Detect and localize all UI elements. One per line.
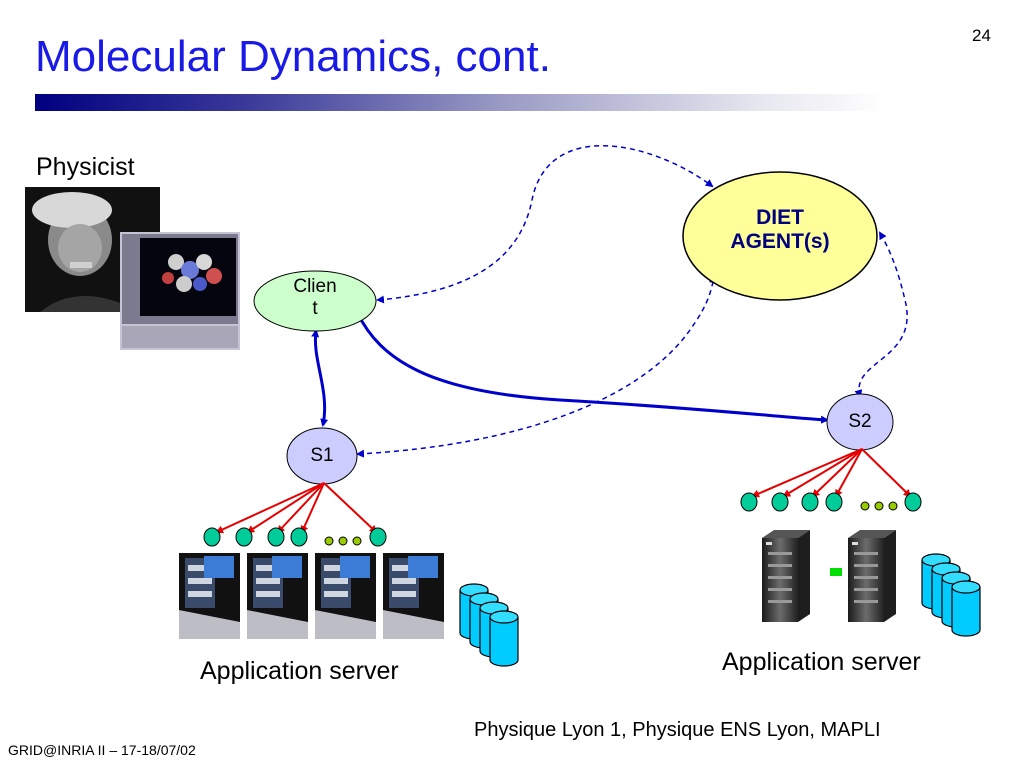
s2-dispatch-arrow <box>811 448 863 498</box>
slide-title: Molecular Dynamics, cont. <box>35 32 551 81</box>
s1-processor-node <box>235 527 253 547</box>
s1-processor-node <box>203 527 221 547</box>
s2-processor-node <box>825 492 843 512</box>
credits-text: Physique Lyon 1, Physique ENS Lyon, MAPL… <box>474 719 881 741</box>
application-server-label-right: Application server <box>722 648 921 676</box>
workstation-image <box>247 553 308 639</box>
s2-processor-node <box>801 492 819 512</box>
rack-server-icon <box>848 530 896 622</box>
server-s2-label: S2 <box>848 411 872 432</box>
s2-processor-node <box>904 492 922 512</box>
ellipsis-dot <box>338 536 348 546</box>
ellipsis-dot <box>888 501 898 511</box>
s1-dispatch-arrow <box>215 482 325 534</box>
footer-text: GRID@INRIA II – 17-18/07/02 <box>8 742 196 758</box>
s1-dispatch-arrow <box>246 482 325 534</box>
diet-agent-label: DIET AGENT(s) <box>700 206 860 254</box>
diet-agent-label-line1: DIET <box>756 206 804 229</box>
s1-processor-node <box>369 527 387 547</box>
ellipsis-dot <box>874 501 884 511</box>
client-label: Clien t <box>280 276 350 320</box>
s2-dispatch-arrow <box>782 448 863 498</box>
arrow-client-s1 <box>311 329 329 427</box>
storage-disk-stack-icon <box>459 583 519 667</box>
client-label-line1: Clien <box>293 276 337 297</box>
s1-processor-node <box>267 527 285 547</box>
s2-processor-node <box>771 492 789 512</box>
diet-agent-label-line2: AGENT(s) <box>730 230 830 253</box>
application-server-label-left: Application server <box>200 657 399 685</box>
arrow-client-s2 <box>355 310 829 424</box>
physicist-label: Physicist <box>36 153 135 181</box>
computer-monitor-molecule-image <box>120 232 240 350</box>
s1-dispatch-arrow <box>323 482 378 534</box>
ellipsis-dot <box>352 536 362 546</box>
s2-dispatch-arrow <box>861 448 912 498</box>
client-node <box>253 270 377 332</box>
s1-dispatch-arrow <box>276 482 325 534</box>
workstation-image <box>179 553 240 639</box>
page-number: 24 <box>972 26 991 45</box>
diet-agent-node <box>682 171 878 301</box>
storage-disk-stack-icon <box>921 553 981 637</box>
client-label-line2: t <box>312 298 318 319</box>
workstation-image <box>383 553 444 639</box>
ellipsis-dot <box>860 501 870 511</box>
s2-processor-node <box>740 492 758 512</box>
s2-dispatch-arrow <box>751 448 863 498</box>
title-underline-bar <box>35 94 885 111</box>
dashed-arrow-s1-agent <box>356 275 717 458</box>
server-s1-label: S1 <box>310 445 334 466</box>
workstation-image <box>315 553 376 639</box>
s1-dispatch-arrow <box>300 482 325 534</box>
server-link-dash <box>830 568 842 576</box>
s2-dispatch-arrow <box>835 448 863 498</box>
dashed-arrow-client-agent <box>376 145 714 304</box>
rack-server-icon <box>762 530 810 622</box>
s1-processor-node <box>290 527 308 547</box>
ellipsis-dot <box>324 536 334 546</box>
